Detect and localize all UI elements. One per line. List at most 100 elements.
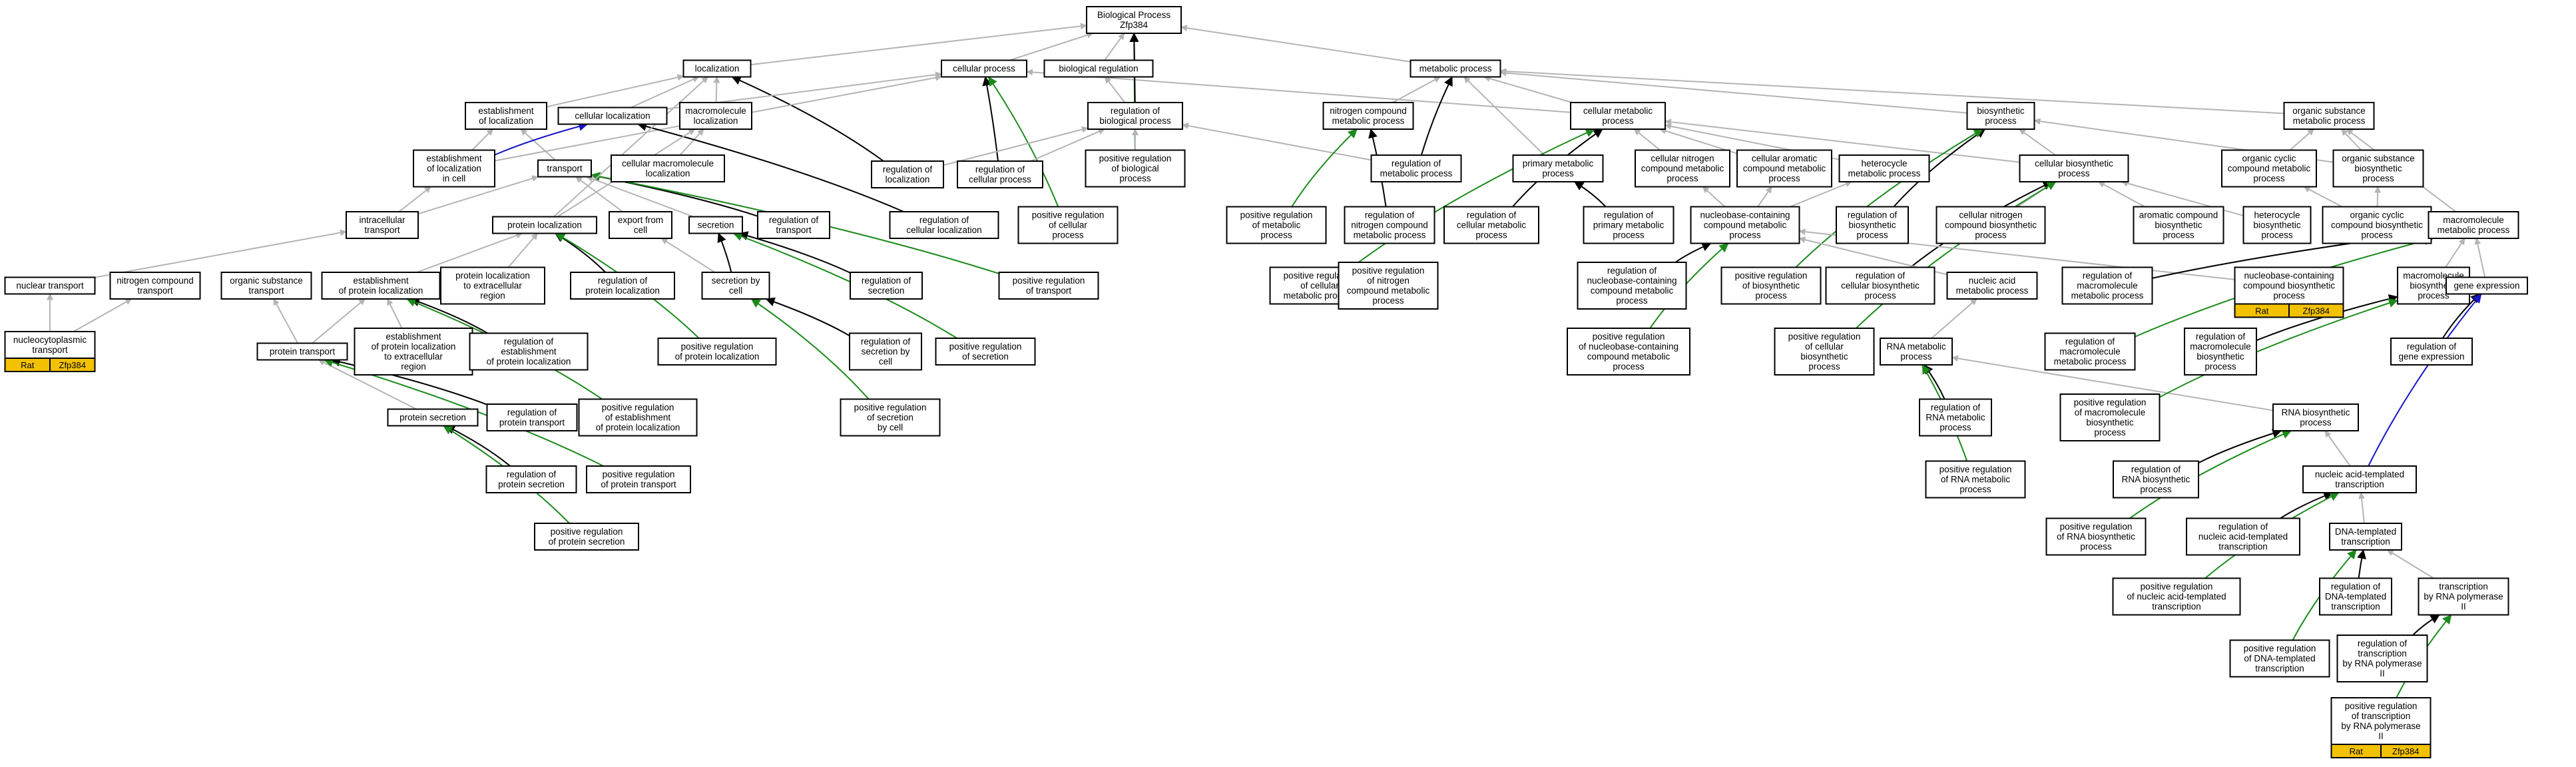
- go-term-node[interactable]: nuclear transport: [4, 276, 96, 295]
- edge-is-a: [679, 128, 704, 156]
- go-term-node[interactable]: protein secretion: [387, 408, 479, 427]
- go-term-node[interactable]: cellular process: [941, 59, 1027, 78]
- go-term-box: [2044, 332, 2136, 371]
- go-term-node[interactable]: biological regulation: [1043, 59, 1154, 78]
- go-term-node[interactable]: gene expression: [2446, 276, 2528, 295]
- go-term-node[interactable]: secretion: [688, 216, 743, 234]
- go-term-node[interactable]: regulation ofmacromoleculebiosyntheticpr…: [2184, 328, 2257, 376]
- go-term-node[interactable]: protein localization: [492, 216, 597, 234]
- go-term-node[interactable]: transport: [537, 159, 592, 178]
- go-term-node[interactable]: cellular localization: [557, 107, 668, 125]
- go-term-node[interactable]: localization: [682, 59, 752, 78]
- gene-label: Zfp384: [2392, 746, 2419, 756]
- go-term-node[interactable]: regulation ofnucleobase-containingcompou…: [1577, 262, 1687, 310]
- go-term-node[interactable]: metabolic process: [1410, 59, 1501, 78]
- go-term-node[interactable]: protein transport: [256, 342, 348, 361]
